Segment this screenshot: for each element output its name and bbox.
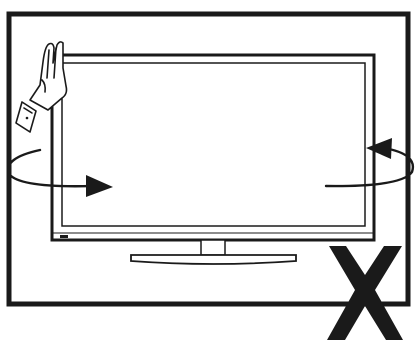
cross-prohibited-icon bbox=[327, 246, 403, 340]
outer-frame bbox=[6, 11, 411, 307]
tv-screen bbox=[61, 62, 366, 227]
tv-icon bbox=[50, 53, 376, 265]
hand-icon bbox=[15, 41, 68, 133]
tv-stand-base bbox=[130, 254, 297, 265]
rotate-arrow-left-icon bbox=[6, 148, 113, 197]
rotate-arrow-right-icon bbox=[324, 138, 415, 188]
tv-stand-neck bbox=[200, 239, 226, 256]
tv-power-indicator bbox=[60, 235, 68, 238]
